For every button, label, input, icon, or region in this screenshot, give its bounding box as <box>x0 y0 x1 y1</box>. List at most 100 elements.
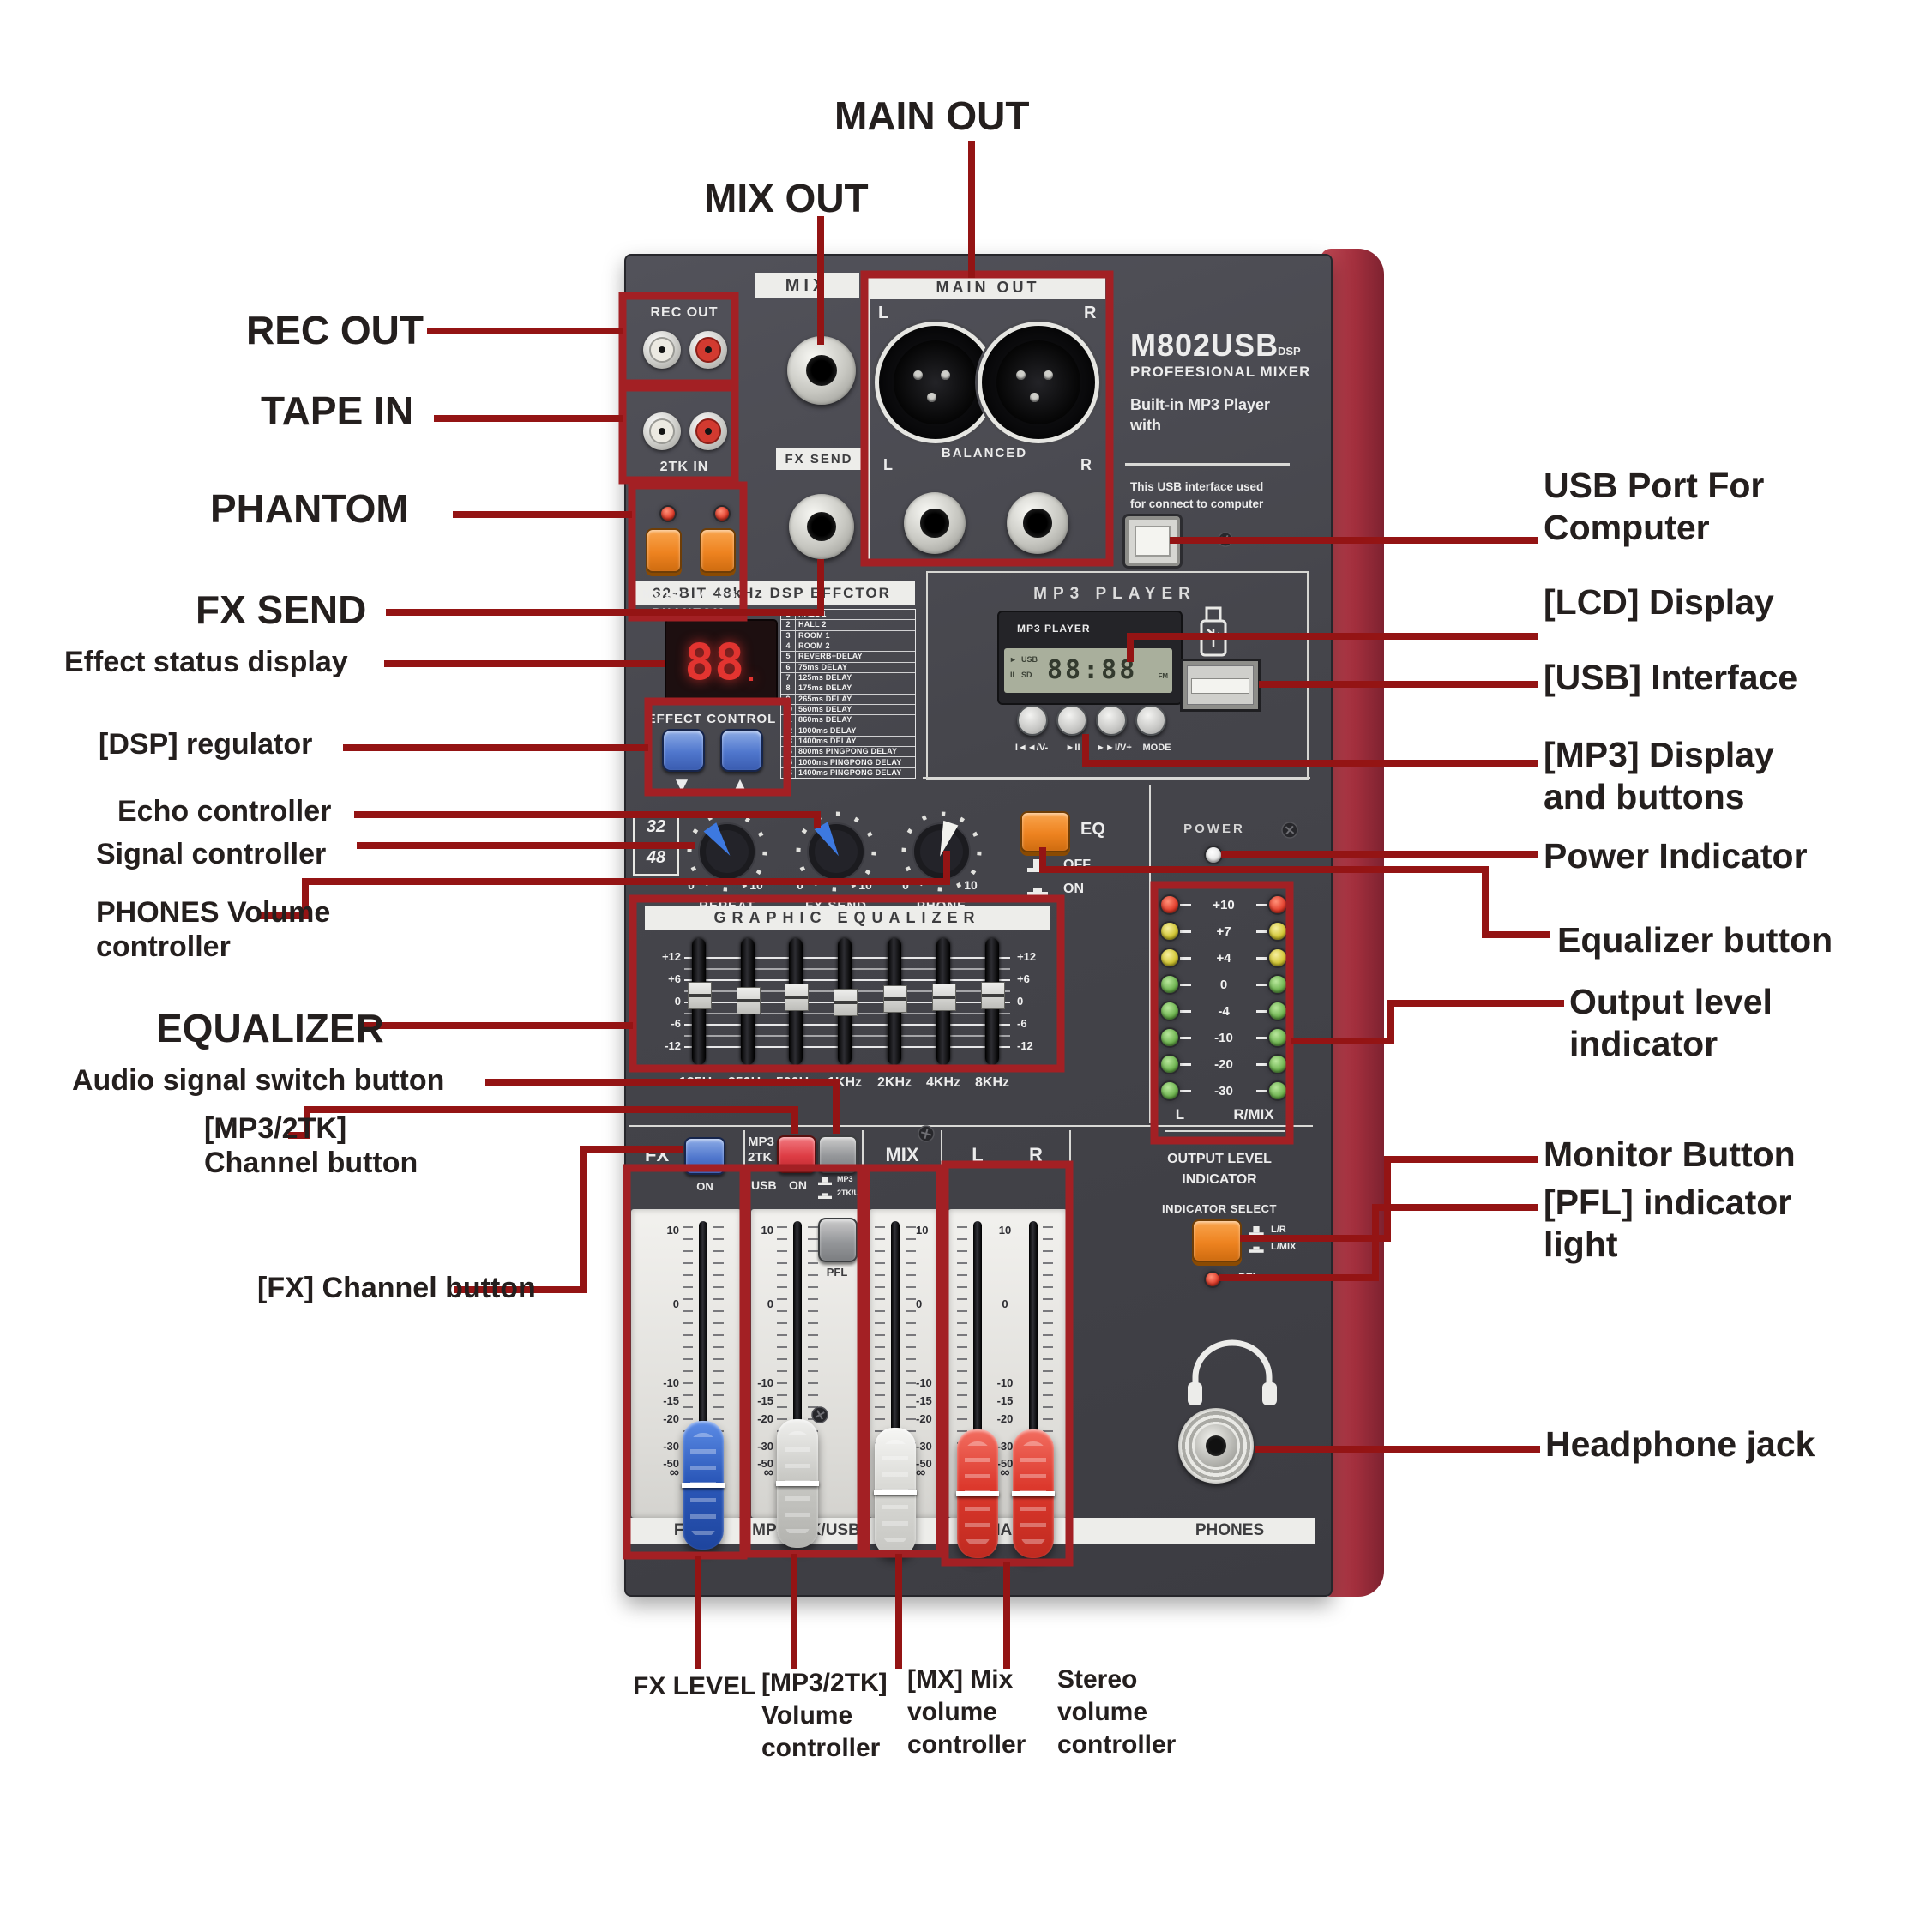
mp3-mode-button[interactable] <box>1135 705 1166 736</box>
lcd-play-icon: ► <box>1009 655 1017 664</box>
jack-hole <box>1205 1435 1227 1457</box>
meter-dash <box>1256 1009 1267 1013</box>
geq-scale-label: -12 <box>665 1039 681 1052</box>
down-arrow-icon: ▼ <box>671 773 692 797</box>
geq-slider-thumb[interactable] <box>785 984 809 1011</box>
rca-hole <box>704 346 713 354</box>
switch-up-icon <box>1027 859 1048 872</box>
xlr-connector-right <box>978 322 1099 443</box>
geq-slider-thumb[interactable] <box>883 985 907 1013</box>
geq-slider-thumb[interactable] <box>737 987 761 1014</box>
fx-channel-button[interactable] <box>684 1137 725 1175</box>
mp3-play-button[interactable] <box>1056 705 1087 736</box>
callout-signal: Signal controller <box>96 838 327 870</box>
xlr-pin <box>1030 393 1039 402</box>
main-jack-r-label: R <box>1080 456 1092 473</box>
switch-up-icon <box>818 1177 832 1185</box>
knob3-max: 10 <box>964 878 978 892</box>
main-l-label: L <box>972 1144 984 1165</box>
meter-row: -10 <box>1159 1027 1288 1048</box>
eq-off-label: OFF <box>1063 858 1091 872</box>
effect-down-button[interactable] <box>662 729 705 772</box>
knob2-name: FX SEND <box>804 899 868 913</box>
callout-power: Power Indicator <box>1544 836 1808 876</box>
knob1-name: REPEAT <box>699 899 755 913</box>
meter-dash <box>1256 1036 1267 1039</box>
mic36-label: MIC 3~6 <box>696 588 736 600</box>
sw-2tk-label: 2TK/USB <box>837 1189 870 1197</box>
callout-pfl: [PFL] indicator light <box>1544 1183 1792 1265</box>
rec-out-rca-white <box>643 331 681 369</box>
fx-on-label: ON <box>696 1180 713 1193</box>
fx-send-jack <box>789 494 854 559</box>
geq-slider-thumb[interactable] <box>834 989 858 1016</box>
meter-row: -4 <box>1159 1001 1288 1021</box>
monitor-button[interactable] <box>1192 1219 1242 1262</box>
fx-send-knob[interactable] <box>795 810 877 893</box>
rca-ring <box>695 336 722 364</box>
phantom-led-1 <box>659 505 677 522</box>
mp3-prev-button[interactable] <box>1017 705 1048 736</box>
fx-send-strip: FX SEND <box>776 448 862 470</box>
meter-row: 0 <box>1159 974 1288 995</box>
mix-out-jack <box>787 336 856 405</box>
xlr-pin <box>1016 370 1026 380</box>
xlr-pin <box>913 370 923 380</box>
rca-ring <box>648 418 676 445</box>
callout-fx-level: FX LEVEL <box>633 1672 756 1700</box>
phones-jack <box>1178 1408 1254 1484</box>
geq-freq-label: 500Hz <box>775 1075 816 1090</box>
meter-led <box>1267 921 1288 942</box>
meter-led <box>1267 1054 1288 1074</box>
repeat-knob[interactable] <box>686 810 768 893</box>
tape-in-rca-red <box>689 412 727 450</box>
power-label: POWER <box>1183 822 1245 836</box>
mp3-mode-label: MODE <box>1142 743 1171 753</box>
geq-freq-label: 250Hz <box>727 1075 768 1090</box>
mp3-channel-button[interactable] <box>777 1135 816 1173</box>
callout-lcd: [LCD] Display <box>1544 582 1774 622</box>
callout-stereo-volume: Stereo volume controller <box>1057 1665 1177 1760</box>
strip-phones-label: PHONES <box>1195 1521 1265 1539</box>
meter-led <box>1159 1080 1180 1101</box>
main-l-fader-thumb[interactable] <box>956 1429 999 1558</box>
main-jack-l-label: L <box>883 456 893 473</box>
fx-fader-thumb[interactable] <box>682 1421 725 1550</box>
audio-signal-switch-button[interactable] <box>818 1135 858 1173</box>
meter-led <box>1267 1001 1288 1021</box>
mix-fader-thumb[interactable] <box>874 1428 917 1556</box>
callout-audio-switch: Audio signal switch button <box>72 1064 445 1097</box>
mp3-fader-thumb[interactable] <box>776 1419 819 1548</box>
meter-led <box>1267 894 1288 915</box>
lcd-pause-icon: II <box>1010 671 1015 679</box>
output-level-caption: OUTPUT LEVEL INDICATOR <box>1167 1152 1272 1187</box>
phone-knob[interactable] <box>900 810 983 893</box>
mp3-channel-label-2: 2TK <box>748 1150 773 1165</box>
callout-eq-button: Equalizer button <box>1557 920 1833 960</box>
geq-scale-label: -12 <box>1017 1039 1033 1052</box>
phantom-button-mic12[interactable] <box>646 528 682 573</box>
mic12-label: MIC 1~2 <box>642 588 682 600</box>
usb-note: This USB interface used for connect to c… <box>1130 480 1264 510</box>
eq-button[interactable] <box>1020 811 1070 852</box>
callout-mp3-display: [MP3] Display and buttons <box>1544 735 1774 817</box>
main-r-fader-thumb[interactable] <box>1012 1429 1055 1558</box>
mp3-prev-label: I◄◄/V- <box>1014 743 1049 753</box>
effect-up-button[interactable] <box>720 729 763 772</box>
geq-scale-label: +12 <box>661 950 681 963</box>
geq-slider-thumb[interactable] <box>932 984 956 1011</box>
mp3-play-label: ►II <box>1065 743 1080 753</box>
meter-dash <box>1180 1062 1191 1066</box>
geq-slider-thumb[interactable] <box>688 982 712 1009</box>
pfl-button[interactable] <box>818 1218 858 1262</box>
phantom-button-mic36[interactable] <box>700 528 736 573</box>
meter-row: -20 <box>1159 1054 1288 1074</box>
main-out-jack-l <box>904 492 966 554</box>
geq-slider-thumb[interactable] <box>981 982 1005 1009</box>
mp3-next-button[interactable] <box>1096 705 1127 736</box>
main-out-strip: MAIN OUT <box>870 275 1105 299</box>
